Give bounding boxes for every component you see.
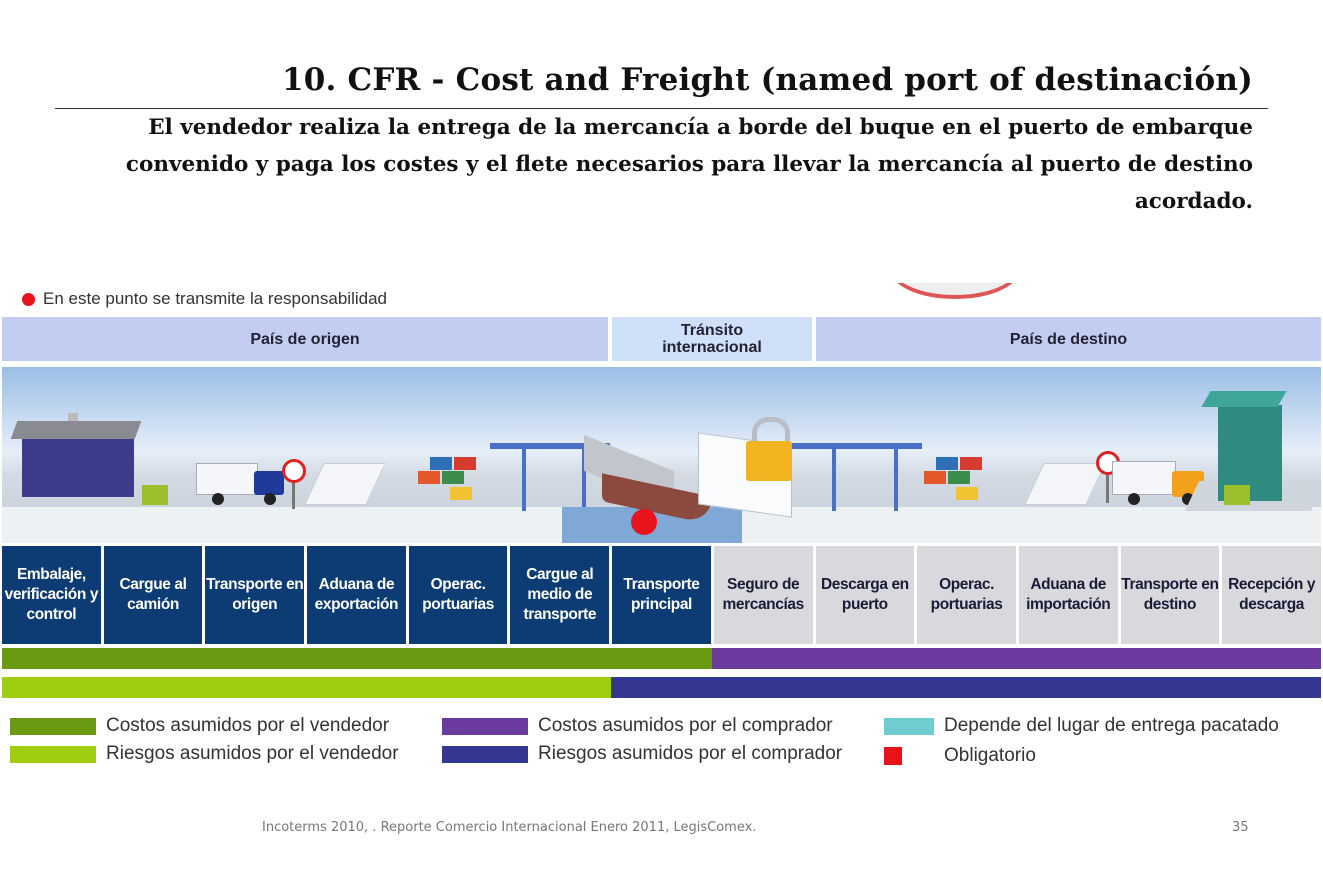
step-12: Transporte en destino (1120, 546, 1220, 644)
step-13: Recepción y descarga (1222, 546, 1321, 644)
sign-pole (1106, 463, 1109, 503)
crane-leg (522, 447, 526, 511)
arc-decoration (890, 283, 1020, 301)
legend-swatch (10, 717, 96, 735)
region-transit-label: Tránsito internacional (662, 322, 762, 356)
page-number: 35 (1232, 820, 1249, 835)
legend-item: Costos asumidos por el vendedor (10, 715, 389, 737)
region-destination: País de destino (816, 317, 1321, 361)
responsibility-note-text: En este punto se transmite la responsabi… (43, 289, 387, 308)
step-5: Operac. portuarias (408, 546, 508, 644)
legend-label: Riesgos asumidos por el vendedor (106, 743, 399, 764)
cargo-box-icon (956, 487, 978, 500)
legend-item: Riesgos asumidos por el vendedor (10, 743, 399, 765)
step-8: Seguro de mercancías (713, 546, 813, 644)
logistics-illustration (2, 367, 1321, 543)
risk-bar-buyer (610, 677, 1321, 698)
forklift-icon (1224, 485, 1250, 505)
cargo-box-icon (450, 487, 472, 500)
legend-label: Costos asumidos por el comprador (538, 715, 833, 736)
padlock-shackle (752, 417, 790, 454)
region-transit: Tránsito internacional (612, 317, 812, 361)
red-dot-icon (22, 292, 35, 306)
crane-icon (490, 443, 610, 449)
region-origin: País de origen (2, 317, 608, 361)
legend-swatch (10, 745, 96, 763)
legend-item: Riesgos asumidos por el comprador (442, 743, 842, 765)
container-icon (442, 471, 464, 484)
risk-bar-seller (2, 677, 611, 698)
wheel-icon (264, 493, 276, 505)
container-icon (960, 457, 982, 470)
risk-transfer-point-icon (631, 509, 657, 535)
incoterm-diagram: En este punto se transmite la responsabi… (0, 283, 1323, 783)
step-3: Transporte en origen (205, 546, 305, 644)
crane-leg (582, 447, 586, 511)
crane-leg (894, 447, 898, 511)
factory-icon (22, 437, 134, 497)
legend-swatch (442, 745, 528, 763)
container-icon (948, 471, 970, 484)
forklift-icon (142, 485, 168, 505)
step-6: Cargue al medio de transporte (510, 546, 610, 644)
legend-swatch (884, 747, 902, 765)
legend-swatch (442, 717, 528, 735)
legend-item: Costos asumidos por el comprador (442, 715, 833, 737)
container-icon (924, 471, 946, 484)
legend-label: Riesgos asumidos por el comprador (538, 743, 843, 764)
wheel-icon (212, 493, 224, 505)
step-10: Operac. portuarias (917, 546, 1016, 644)
step-2: Cargue al camión (103, 546, 203, 644)
source-citation: Incoterms 2010, . Reporte Comercio Inter… (262, 820, 757, 835)
responsibility-note: En este punto se transmite la responsabi… (22, 289, 387, 309)
step-4: Aduana de exportación (307, 546, 406, 644)
crane-icon (792, 443, 922, 449)
slide-subtitle: El vendedor realiza la entrega de la mer… (125, 115, 1253, 214)
cost-bar-buyer (712, 648, 1321, 669)
speed-sign-icon (282, 459, 306, 483)
truck-cab-icon (254, 471, 284, 495)
legend-swatch (884, 717, 934, 735)
legend-label: Depende del lugar de entrega pacatado (944, 715, 1279, 736)
truck-icon (1112, 461, 1176, 495)
sign-pole (292, 471, 295, 509)
customs-checkpoint-icon (1024, 463, 1106, 505)
step-9: Descarga en puerto (815, 546, 915, 644)
customs-checkpoint-icon (304, 463, 386, 505)
truck-icon (196, 463, 258, 495)
slide-title: 10. CFR - Cost and Freight (named port o… (281, 62, 1253, 98)
container-icon (454, 457, 476, 470)
crane-leg (832, 447, 836, 511)
step-7: Transporte principal (612, 546, 711, 644)
padlock-icon (746, 441, 792, 481)
title-divider (55, 108, 1268, 109)
wheel-icon (1128, 493, 1140, 505)
legend-label: Obligatorio (944, 745, 1036, 766)
legend-item: Depende del lugar de entrega pacatado (884, 715, 1279, 737)
step-11: Aduana de importación (1018, 546, 1118, 644)
container-icon (418, 471, 440, 484)
cost-bar-seller (2, 648, 713, 669)
legend-label: Costos asumidos por el vendedor (106, 715, 390, 736)
legend-item: Obligatorio (884, 745, 1036, 767)
step-1: Embalaje, verificación y control (2, 546, 101, 644)
container-icon (936, 457, 958, 470)
container-icon (430, 457, 452, 470)
